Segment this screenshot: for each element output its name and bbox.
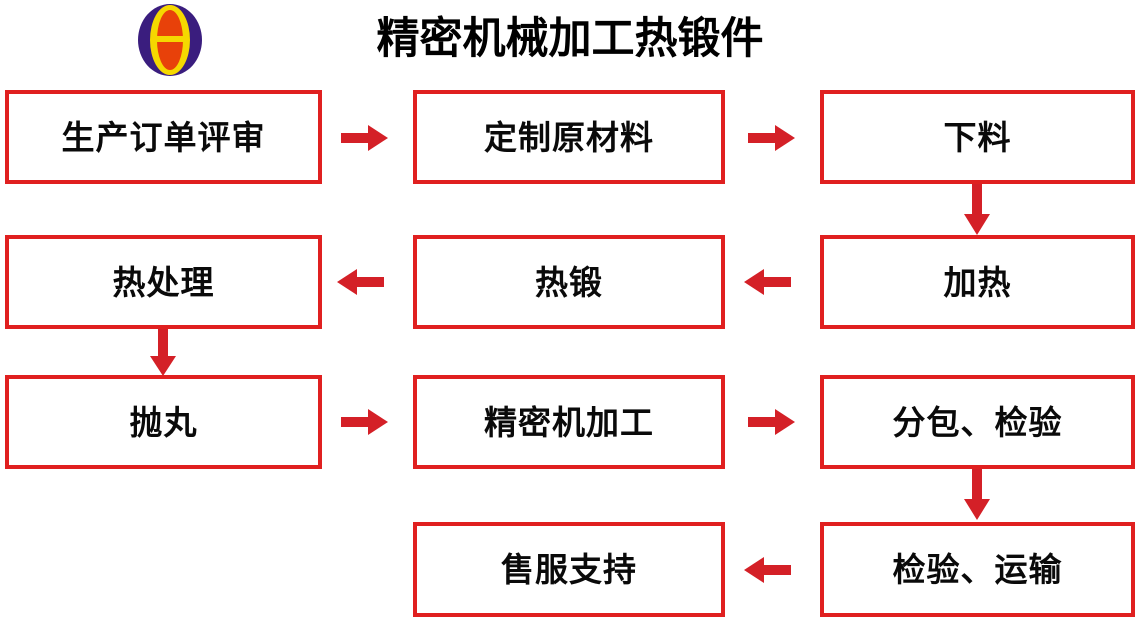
- node-label: 精密机加工: [484, 403, 654, 441]
- node-label: 售服支持: [501, 551, 637, 588]
- arrow-right-n7-n8: [341, 408, 389, 436]
- process-node-production-order-review[interactable]: 生产订单评审: [5, 90, 322, 184]
- diagram-header: 精密机械加工热锻件: [0, 0, 1140, 84]
- process-node-hot-forging[interactable]: 热锻: [413, 235, 725, 329]
- arrow-right-n8-n9: [748, 408, 796, 436]
- process-node-after-sales-support[interactable]: 售服支持: [413, 522, 725, 617]
- arrow-left-n11-n10: [744, 556, 792, 584]
- process-node-custom-raw-material[interactable]: 定制原材料: [413, 90, 725, 184]
- process-node-heat-treatment[interactable]: 热处理: [5, 235, 322, 329]
- process-node-shot-blasting[interactable]: 抛丸: [5, 375, 322, 469]
- arrow-right-n2-n3: [748, 124, 796, 152]
- node-label: 下料: [943, 118, 1012, 156]
- node-label: 分包、检验: [892, 403, 1063, 441]
- company-oval-logo: [131, 2, 209, 78]
- process-node-precision-machining[interactable]: 精密机加工: [413, 375, 725, 469]
- node-label: 定制原材料: [484, 118, 654, 156]
- arrow-down-n3-n6: [962, 184, 992, 236]
- page-title: 精密机械加工热锻件: [376, 15, 764, 63]
- arrow-down-n4-n7: [148, 329, 178, 377]
- node-label: 热处理: [112, 263, 215, 301]
- process-node-heating[interactable]: 加热: [820, 235, 1135, 329]
- process-node-subcontract-inspection[interactable]: 分包、检验: [820, 375, 1135, 469]
- process-node-cutting[interactable]: 下料: [820, 90, 1135, 184]
- arrow-left-n6-n5: [744, 268, 792, 296]
- arrow-right-n1-n2: [341, 124, 389, 152]
- node-label: 生产订单评审: [61, 118, 266, 156]
- node-label: 检验、运输: [892, 551, 1063, 588]
- node-label: 加热: [943, 263, 1012, 301]
- process-node-inspection-transport[interactable]: 检验、运输: [820, 522, 1135, 617]
- node-label: 热锻: [535, 263, 603, 301]
- arrow-left-n5-n4: [337, 268, 385, 296]
- node-label: 抛丸: [129, 403, 198, 441]
- arrow-down-n9-n11: [962, 469, 992, 521]
